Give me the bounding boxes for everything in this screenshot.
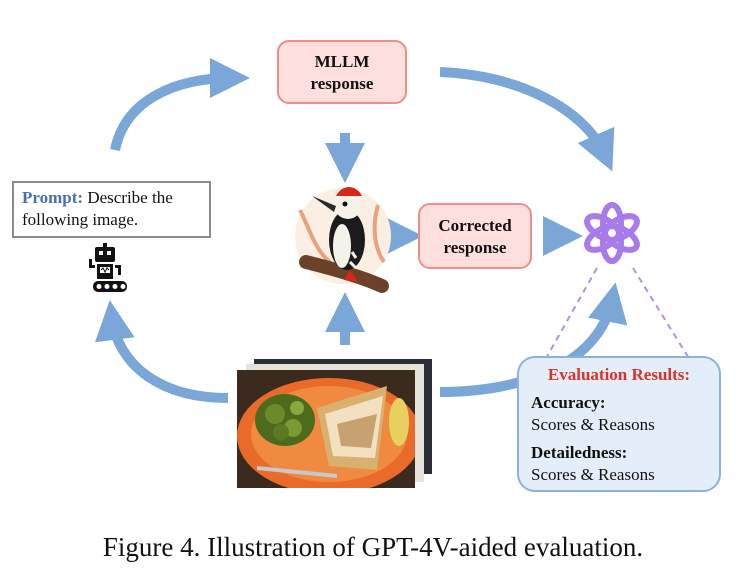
dashed-link-right (632, 267, 691, 361)
evaluation-results-box: Evaluation Results: Accuracy: Scores & R… (517, 356, 721, 492)
prompt-text: Describe the following image. (22, 188, 173, 229)
prompt-box: Prompt: Describe the following image. (12, 181, 211, 238)
corrected-response-box: Corrected response (418, 203, 532, 269)
mllm-response-box: MLLM response (277, 40, 407, 104)
arrow-mllm-to-evaluator (439, 67, 615, 172)
mllm-response-line2: response (310, 74, 374, 93)
arrows-layer (89, 58, 691, 403)
diagram: MLLM response Corrected response Prompt:… (12, 40, 721, 492)
accuracy-value: Scores & Reasons (531, 415, 655, 434)
robot-icon (89, 243, 127, 292)
evaluation-title: Evaluation Results: (547, 365, 691, 384)
arrow-image-to-robot (94, 300, 229, 403)
corrected-response-line1: Corrected (438, 216, 512, 235)
detailedness-label: Detailedness: (531, 443, 628, 462)
openai-logo-icon (584, 202, 640, 264)
corrected-response-line2: response (443, 238, 507, 257)
dashed-link-left (544, 267, 598, 361)
arrow-prompt-to-mllm (110, 58, 250, 152)
detailedness-value: Scores & Reasons (531, 465, 655, 484)
woodpecker-icon (295, 187, 391, 293)
prompt-label: Prompt: (22, 188, 84, 207)
mllm-response-line1: MLLM (314, 52, 370, 71)
accuracy-label: Accuracy: (531, 393, 606, 412)
figure-caption: Figure 4. Illustration of GPT-4V-aided e… (102, 532, 644, 562)
food-photo (237, 370, 415, 488)
